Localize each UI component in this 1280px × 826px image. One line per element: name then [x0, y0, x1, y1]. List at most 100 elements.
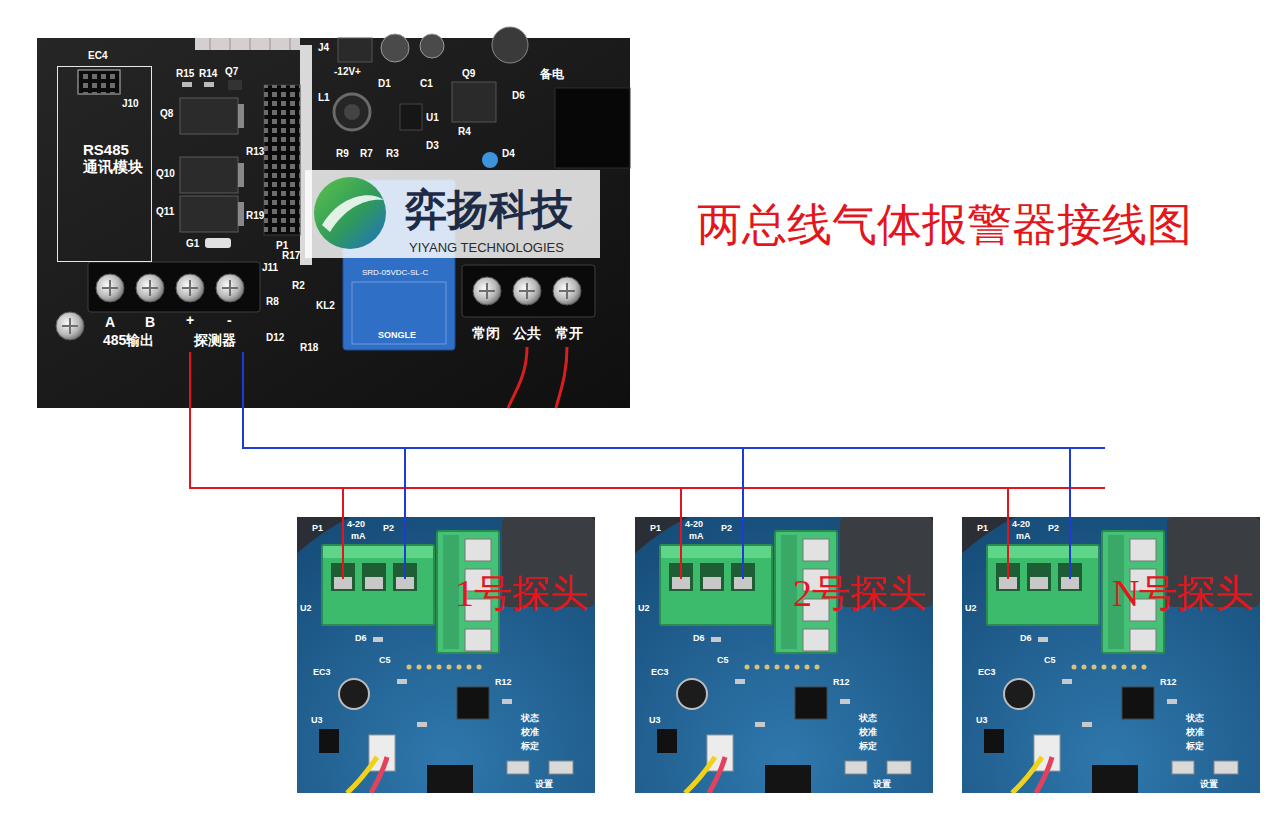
- component-label: mA: [1016, 531, 1031, 541]
- buzzer: [205, 238, 231, 248]
- component-label: R2: [292, 280, 305, 292]
- smd-resistor: [204, 82, 214, 87]
- disc-capacitor: [482, 152, 498, 168]
- negative-bus-wire: [243, 408, 405, 517]
- terminal-label: B: [145, 314, 155, 330]
- negative-bus-wire: [243, 408, 1070, 517]
- component-label: R12: [495, 677, 512, 687]
- component-label: L1: [318, 92, 330, 104]
- mosfet-tab: [238, 202, 244, 226]
- relay-marking: SRD-05VDC-SL-C: [362, 268, 428, 277]
- button-label: 设置: [873, 779, 891, 789]
- ribbon-line: [210, 38, 211, 50]
- pin-header-pins: [264, 85, 300, 235]
- led-label: 状态: [521, 713, 539, 723]
- component-label: Q9: [462, 68, 475, 80]
- terminal-block: [88, 262, 260, 312]
- component-label: R8: [266, 296, 279, 308]
- module-caption: RS485 通讯模块: [83, 141, 147, 176]
- smd-resistor: [182, 82, 192, 87]
- component-label: R12: [1160, 677, 1177, 687]
- component-label: Q10: [156, 168, 175, 180]
- led-label: 校准: [521, 727, 539, 737]
- board-ground: [37, 38, 630, 408]
- component-label: R4: [458, 126, 471, 138]
- component-label: EC3: [313, 667, 331, 677]
- led-label: 状态: [859, 713, 877, 723]
- terminal-caption: 485输出: [103, 332, 154, 348]
- pin-header: [78, 70, 120, 94]
- positive-bus-wire: [190, 408, 343, 517]
- terminal-screw: [176, 274, 204, 302]
- probe-label: 2号探头: [793, 572, 926, 616]
- transistor: [452, 82, 496, 122]
- component-label: KL2: [316, 300, 335, 312]
- pin-header-pins: [78, 70, 120, 94]
- component-label: mA: [351, 531, 366, 541]
- component-label: P1: [650, 523, 661, 533]
- positive-bus-wire: [190, 408, 681, 517]
- component-label: P1: [312, 523, 323, 533]
- terminal-caption: 常闭: [472, 325, 500, 341]
- probe-label: 1号探头: [455, 572, 588, 616]
- connector-group: [190, 408, 1070, 517]
- capacitor: [381, 34, 409, 62]
- led-label: 状态: [1186, 713, 1204, 723]
- component-label: 备电: [540, 68, 564, 82]
- component-label: Q8: [160, 108, 173, 120]
- diagram-title: 两总线气体报警器接线图: [697, 200, 1192, 252]
- component-label: P2: [721, 523, 732, 533]
- terminal-screw: [513, 277, 541, 305]
- relay-frame: [352, 282, 446, 344]
- component-label: P2: [383, 523, 394, 533]
- detector-probe: 1号探头: [297, 517, 595, 793]
- component-label: R17: [282, 250, 300, 262]
- component-label: D6: [355, 633, 367, 643]
- controller-board-photo: [37, 27, 630, 408]
- backup-power-connector: [555, 88, 630, 168]
- component-label: R12: [833, 677, 850, 687]
- led-label: 校准: [1186, 727, 1204, 737]
- led-label: 标定: [859, 741, 877, 751]
- wire-stub: [242, 352, 244, 408]
- probe-board-photo: [225, 495, 669, 826]
- component-label: R18: [300, 342, 318, 354]
- ribbon-line: [250, 38, 251, 50]
- pin-header: [264, 85, 300, 235]
- component-label: D1: [378, 78, 391, 90]
- component-label: D6: [693, 633, 705, 643]
- component-label: R9: [336, 148, 349, 160]
- component-label: 4-20: [347, 519, 365, 529]
- component-label: D3: [426, 140, 439, 152]
- mosfet: [180, 196, 238, 232]
- component-label: U2: [300, 603, 312, 613]
- button-label: 设置: [535, 779, 553, 789]
- terminal-caption: 公共: [513, 325, 541, 341]
- component-label: U3: [976, 715, 988, 725]
- terminal-label: +: [186, 312, 194, 328]
- probe-board-photo: [890, 495, 1280, 826]
- mosfet-tab: [238, 163, 244, 187]
- logo-circle: [314, 177, 386, 249]
- component-label: Q7: [225, 66, 238, 78]
- watermark-patch: [305, 170, 600, 258]
- component-label: C5: [717, 655, 729, 665]
- negative-bus-wire: [243, 408, 743, 517]
- component-label: EC4: [88, 50, 107, 62]
- ribbon-line: [270, 38, 271, 50]
- component-label: Q11: [156, 206, 174, 218]
- ribbon-connector: [195, 38, 300, 50]
- terminal-screw: [96, 274, 124, 302]
- component-label: U3: [649, 715, 661, 725]
- button-label: 设置: [1200, 779, 1218, 789]
- relay-marking: SONGLE: [378, 330, 416, 340]
- component-label: U2: [965, 603, 977, 613]
- component-label: R19: [246, 210, 264, 222]
- probe-board-photo: [563, 495, 1007, 826]
- inductor-core: [344, 104, 360, 120]
- detector-probe: 2号探头: [635, 517, 933, 793]
- ribbon-line: [290, 38, 291, 50]
- watermark-text: 弈扬科技: [405, 186, 573, 234]
